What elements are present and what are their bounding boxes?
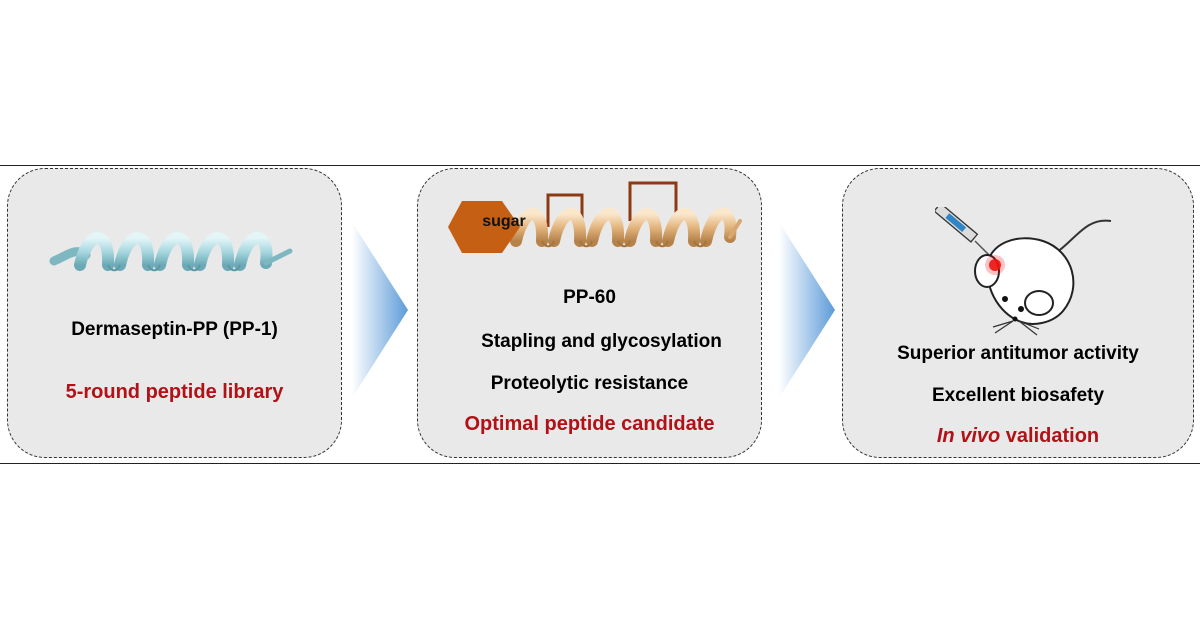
arrow-right-icon (352, 222, 408, 398)
top-rule (0, 165, 1200, 166)
sugar-hexagon-icon (448, 201, 520, 253)
biosafety-text: Excellent biosafety (931, 385, 1105, 406)
optimal-candidate-label: Optimal peptide candidate (464, 413, 715, 435)
antitumor-text: Superior antitumor activity (897, 343, 1139, 364)
in-vivo-italic: In vivo (936, 425, 1001, 447)
mouse-injection-icon (935, 207, 1112, 336)
peptide-name: Dermaseptin-PP (PP-1) (71, 319, 278, 340)
arrow-right-icon (779, 222, 835, 398)
modification-text: Stapling and glycosylation (481, 331, 722, 352)
syringe-icon (935, 207, 994, 260)
stapled-glycosylated-helix-icon (448, 181, 742, 253)
validation-word: validation (1000, 425, 1100, 447)
resistance-text: Proteolytic resistance (490, 373, 689, 394)
library-label: 5-round peptide library (65, 381, 284, 403)
sugar-label: sugar (482, 213, 526, 230)
cyan-helix-icon (49, 231, 293, 272)
panel-in-vivo: Superior antitumor activity Excellent bi… (842, 168, 1194, 458)
candidate-name: PP-60 (563, 287, 616, 308)
bottom-rule (0, 463, 1200, 464)
tumor-dot (989, 259, 1001, 271)
panel-dermaseptin: Dermaseptin-PP (PP-1) 5-round peptide li… (7, 168, 342, 458)
panel-pp60: sugar PP-60 Stapling and glycosylation P… (417, 168, 762, 458)
in-vivo-validation-label: In vivo validation (843, 425, 1193, 448)
